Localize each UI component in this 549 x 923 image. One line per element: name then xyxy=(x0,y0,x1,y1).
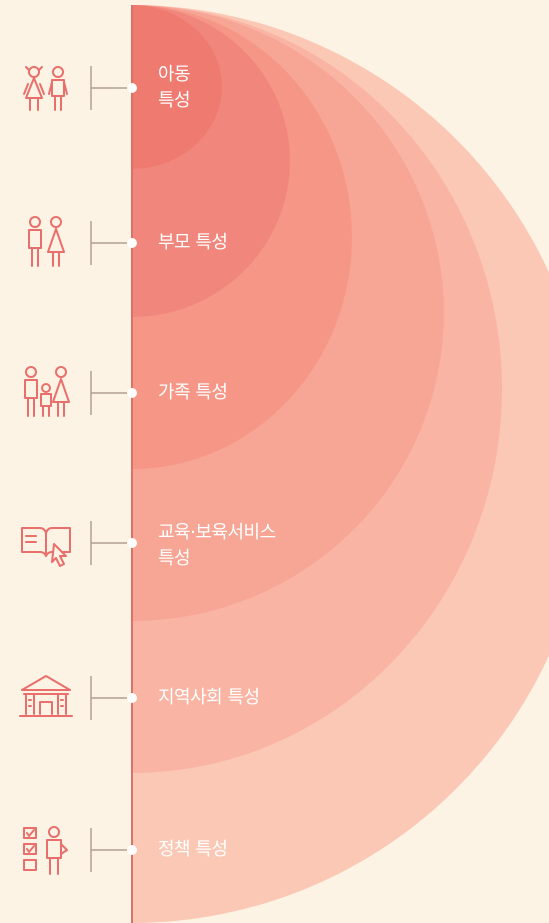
layer-label-child: 아동 특성 xyxy=(158,64,191,111)
community-building-icon xyxy=(19,675,73,717)
layer-label-parents: 부모 특성 xyxy=(158,232,228,253)
connector-2 xyxy=(90,221,137,265)
layer-label-community: 지역사회 특성 xyxy=(158,687,260,708)
family-icon xyxy=(24,366,70,417)
connector-3 xyxy=(90,371,137,415)
connector-6 xyxy=(90,828,137,872)
layer-label-family: 가족 특성 xyxy=(158,382,228,403)
book-cursor-icon xyxy=(21,527,71,567)
parents-icon xyxy=(28,216,65,267)
children-icon xyxy=(23,66,68,111)
connector-4 xyxy=(90,521,137,565)
layer-child xyxy=(132,5,222,169)
connector-5 xyxy=(90,676,137,720)
policy-checklist-icon xyxy=(23,826,68,875)
layer-label-policy: 정책 특성 xyxy=(158,839,228,860)
connector-1 xyxy=(90,66,137,110)
layer-label-education: 교육·보육서비스 특성 xyxy=(158,522,276,569)
